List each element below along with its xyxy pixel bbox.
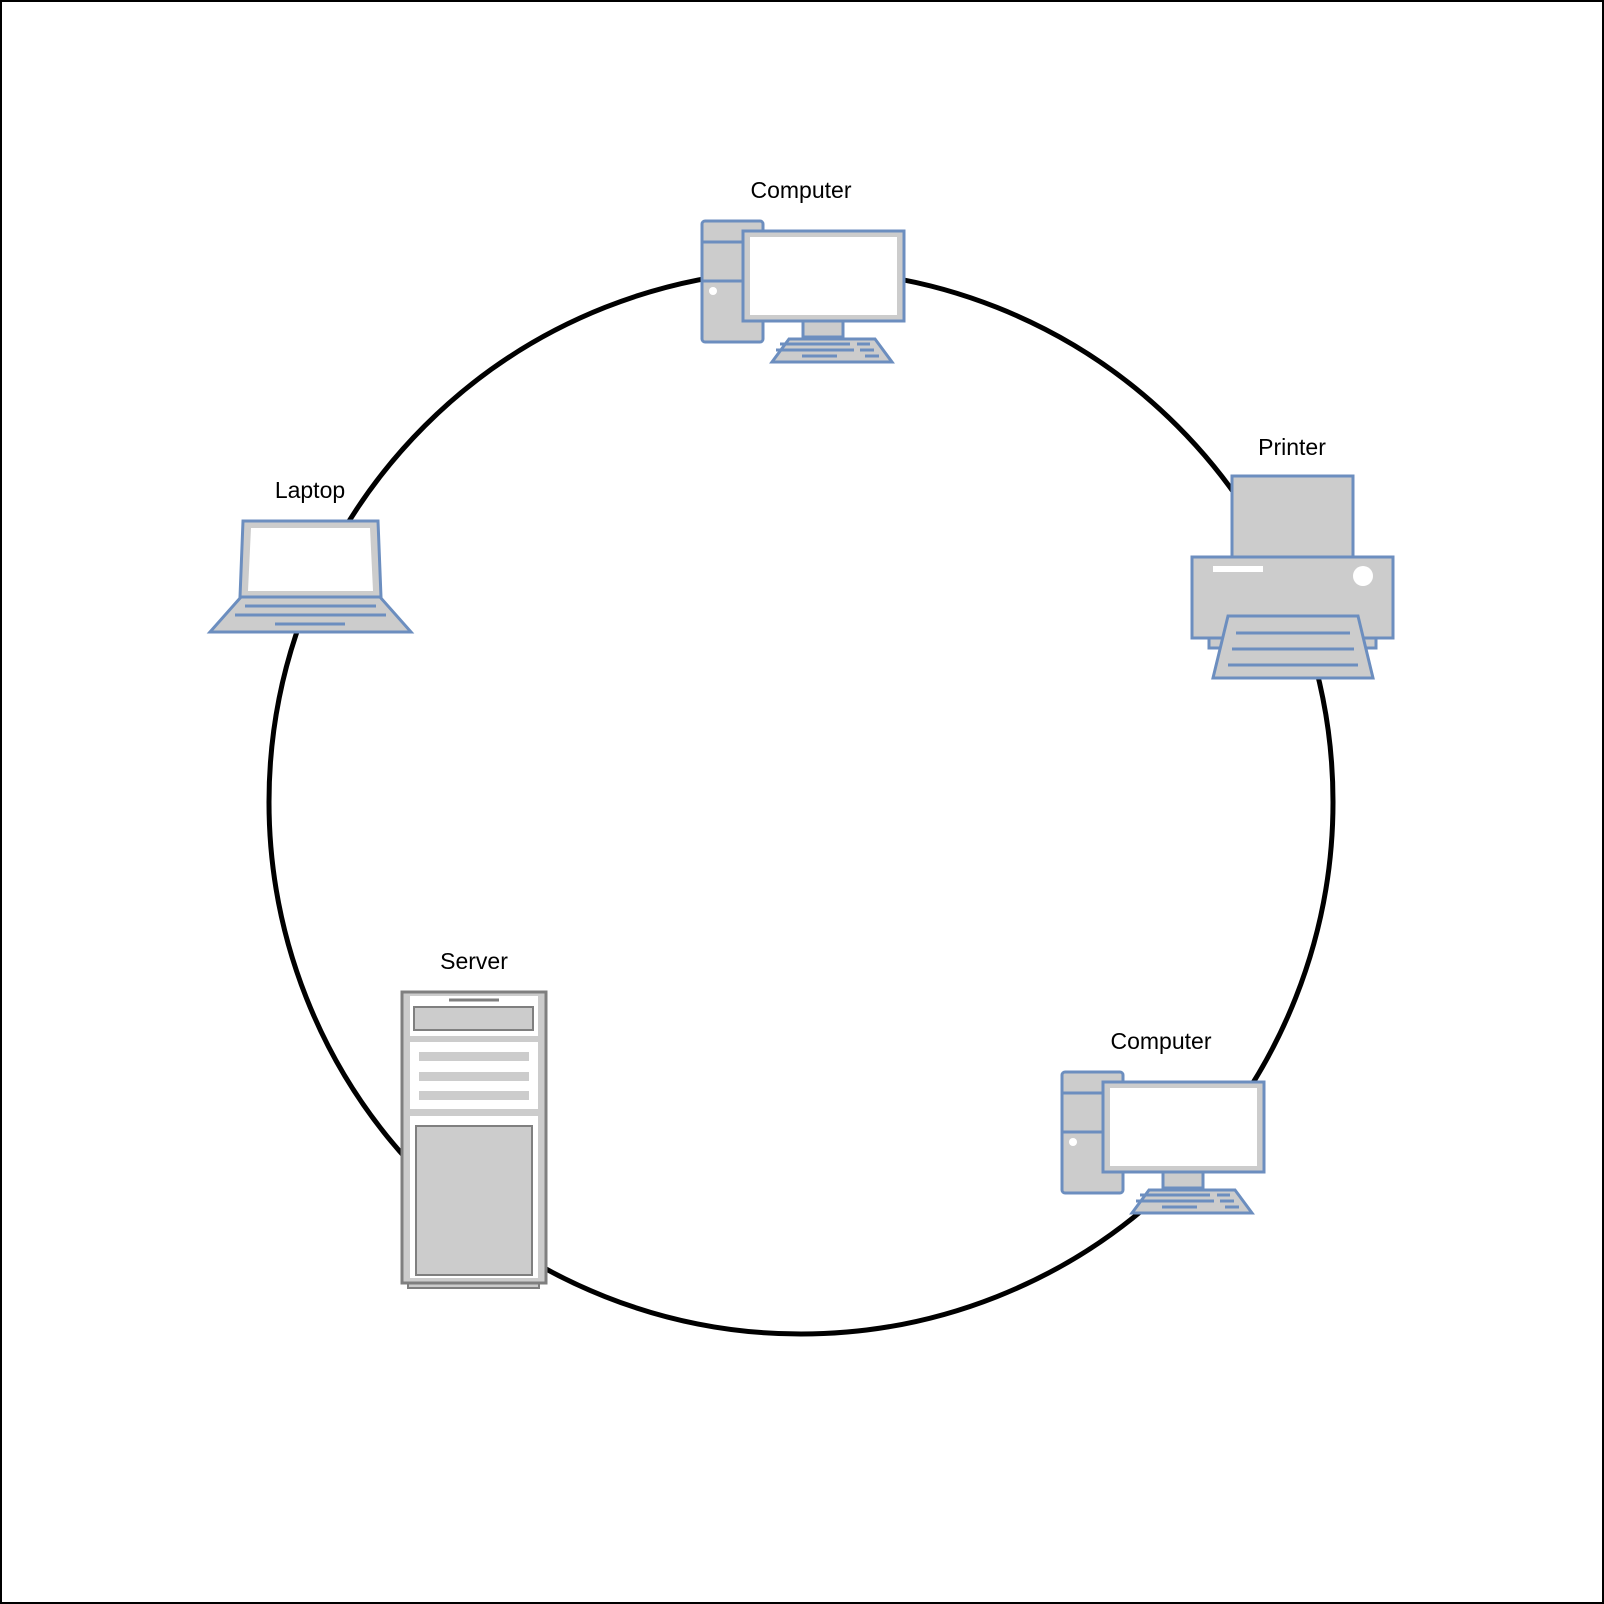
node-printer[interactable]: Printer [1190,434,1395,680]
node-label-printer: Printer [1258,434,1326,460]
node-label-computer-bottom: Computer [1111,1028,1212,1054]
server-tower-icon [400,990,548,1289]
laptop-icon [206,519,415,634]
node-computer-bottom[interactable]: Computer [1060,1028,1266,1215]
node-label-computer-top: Computer [751,177,852,203]
node-label-laptop: Laptop [275,477,345,503]
node-computer-top[interactable]: Computer [700,177,906,364]
node-laptop[interactable]: Laptop [206,477,415,634]
desktop-computer-icon [700,219,906,364]
desktop-computer-icon [1060,1070,1266,1215]
printer-icon [1190,474,1395,680]
node-label-server: Server [440,948,508,974]
node-server[interactable]: Server [400,948,548,1289]
